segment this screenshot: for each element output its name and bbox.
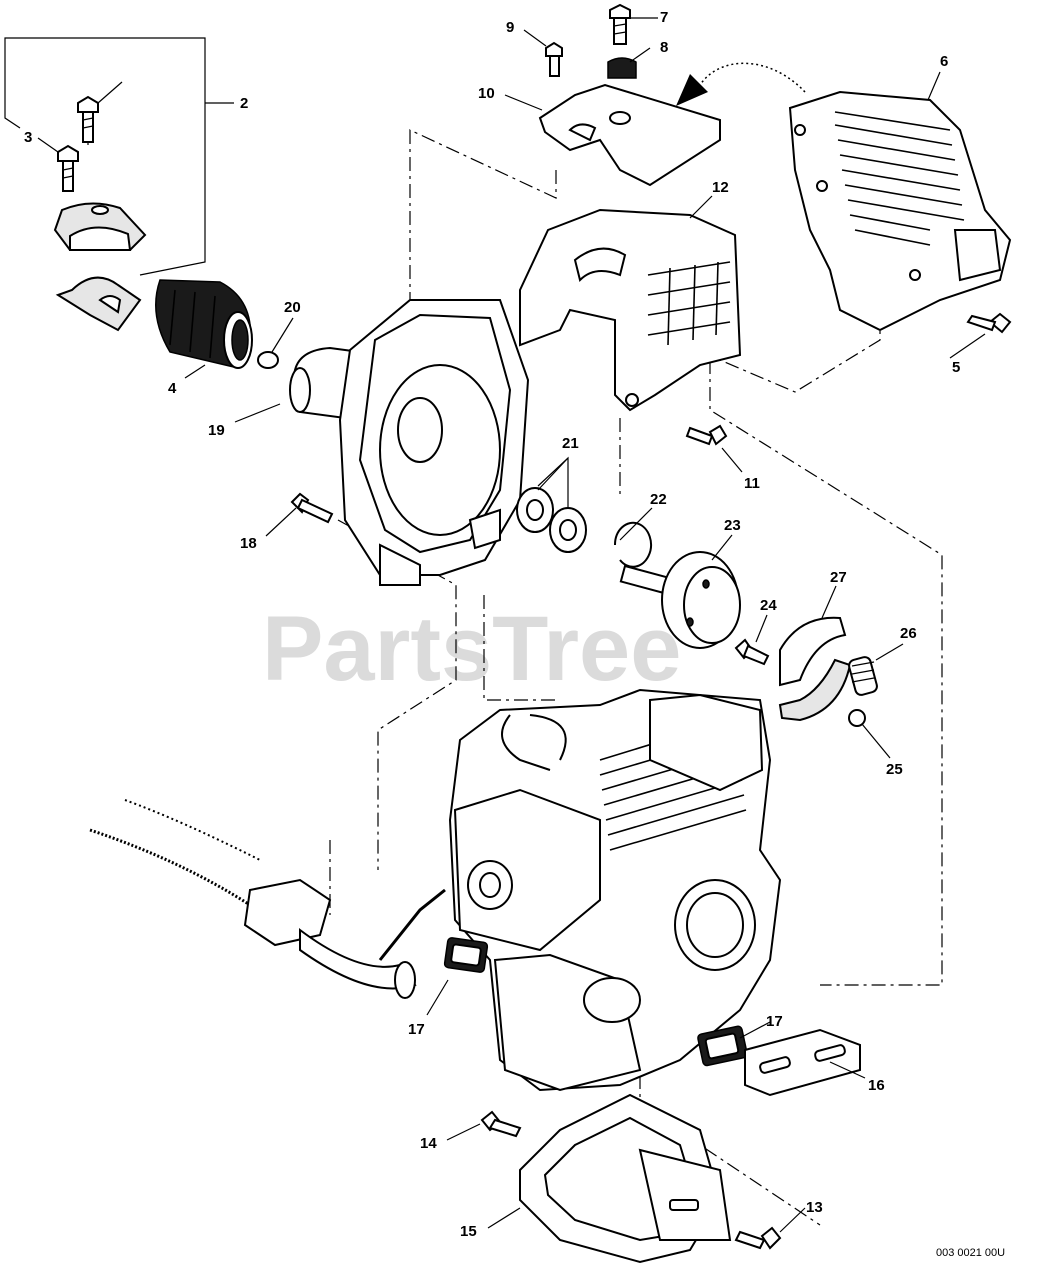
callout-23: 23: [724, 517, 741, 534]
assembly-arrow: [676, 62, 806, 106]
callout-9: 9: [506, 19, 514, 36]
callout-17-right: 17: [766, 1013, 783, 1030]
callout-26: 26: [900, 625, 917, 642]
bracket-item-2: [4, 37, 234, 276]
bolt-7: [609, 3, 631, 45]
clamp-assembly: [53, 95, 147, 332]
grommet-17-left: [443, 937, 489, 973]
bolt-14: [480, 1110, 522, 1138]
drive-shaft: [89, 799, 446, 999]
callout-25: 25: [886, 761, 903, 778]
callout-27: 27: [830, 569, 847, 586]
callout-22: 22: [650, 491, 667, 508]
callout-20: 20: [284, 299, 301, 316]
boot-coupling: [155, 279, 253, 369]
snap-ring-22: [613, 521, 652, 568]
bolt-13: [734, 1226, 782, 1250]
bolt-18: [290, 492, 334, 524]
engine: [448, 688, 782, 1092]
shroud-vents: [647, 261, 731, 346]
leader-lines: [37, 17, 986, 1233]
callout-5: 5: [952, 359, 960, 376]
callout-6: 6: [940, 53, 948, 70]
callout-21: 21: [562, 435, 579, 452]
bearings-21: [516, 487, 587, 553]
callout-14: 14: [420, 1135, 437, 1152]
callout-24: 24: [760, 597, 777, 614]
callout-labels: 2 3 4 5 6 7 8 9 10 11 12 13 14 15 16 17 …: [24, 9, 960, 1240]
callout-12: 12: [712, 179, 729, 196]
grommet-17-right: [697, 1025, 748, 1067]
washer-25: [848, 709, 866, 727]
collar-8: [607, 57, 637, 79]
cover-vents: [834, 111, 965, 246]
callout-13: 13: [806, 1199, 823, 1216]
clutch-drum-23: [619, 551, 741, 649]
stand-15: [519, 1093, 732, 1264]
ring-20: [257, 351, 279, 369]
bolt-5: [966, 312, 1012, 334]
callout-19: 19: [208, 422, 225, 439]
callout-17-left: 17: [408, 1021, 425, 1038]
callout-11: 11: [744, 475, 760, 492]
bolt-24: [734, 638, 770, 666]
callout-2: 2: [240, 95, 248, 112]
callout-7: 7: [660, 9, 668, 26]
watermark: PartsTree: [262, 598, 681, 700]
callout-3: 3: [24, 129, 32, 146]
callout-16: 16: [868, 1077, 885, 1094]
shroud-12: [519, 208, 742, 412]
bolt-9: [545, 41, 563, 77]
diagram-reference-code: 003 0021 00U: [936, 1247, 1005, 1259]
callout-15: 15: [460, 1223, 477, 1240]
callout-8: 8: [660, 39, 668, 56]
fan-case: [289, 299, 530, 586]
callout-4: 4: [168, 380, 177, 397]
bolt-lower: [57, 144, 79, 192]
callout-10: 10: [478, 85, 495, 102]
plate-10: [538, 83, 721, 187]
spring-26: [848, 656, 878, 696]
callout-18: 18: [240, 535, 257, 552]
bolt-upper: [77, 95, 99, 143]
clutch-shoes-27: [778, 616, 852, 722]
bolt-11: [685, 424, 728, 446]
cover-6: [788, 90, 1012, 332]
plate-16: [744, 1028, 861, 1097]
